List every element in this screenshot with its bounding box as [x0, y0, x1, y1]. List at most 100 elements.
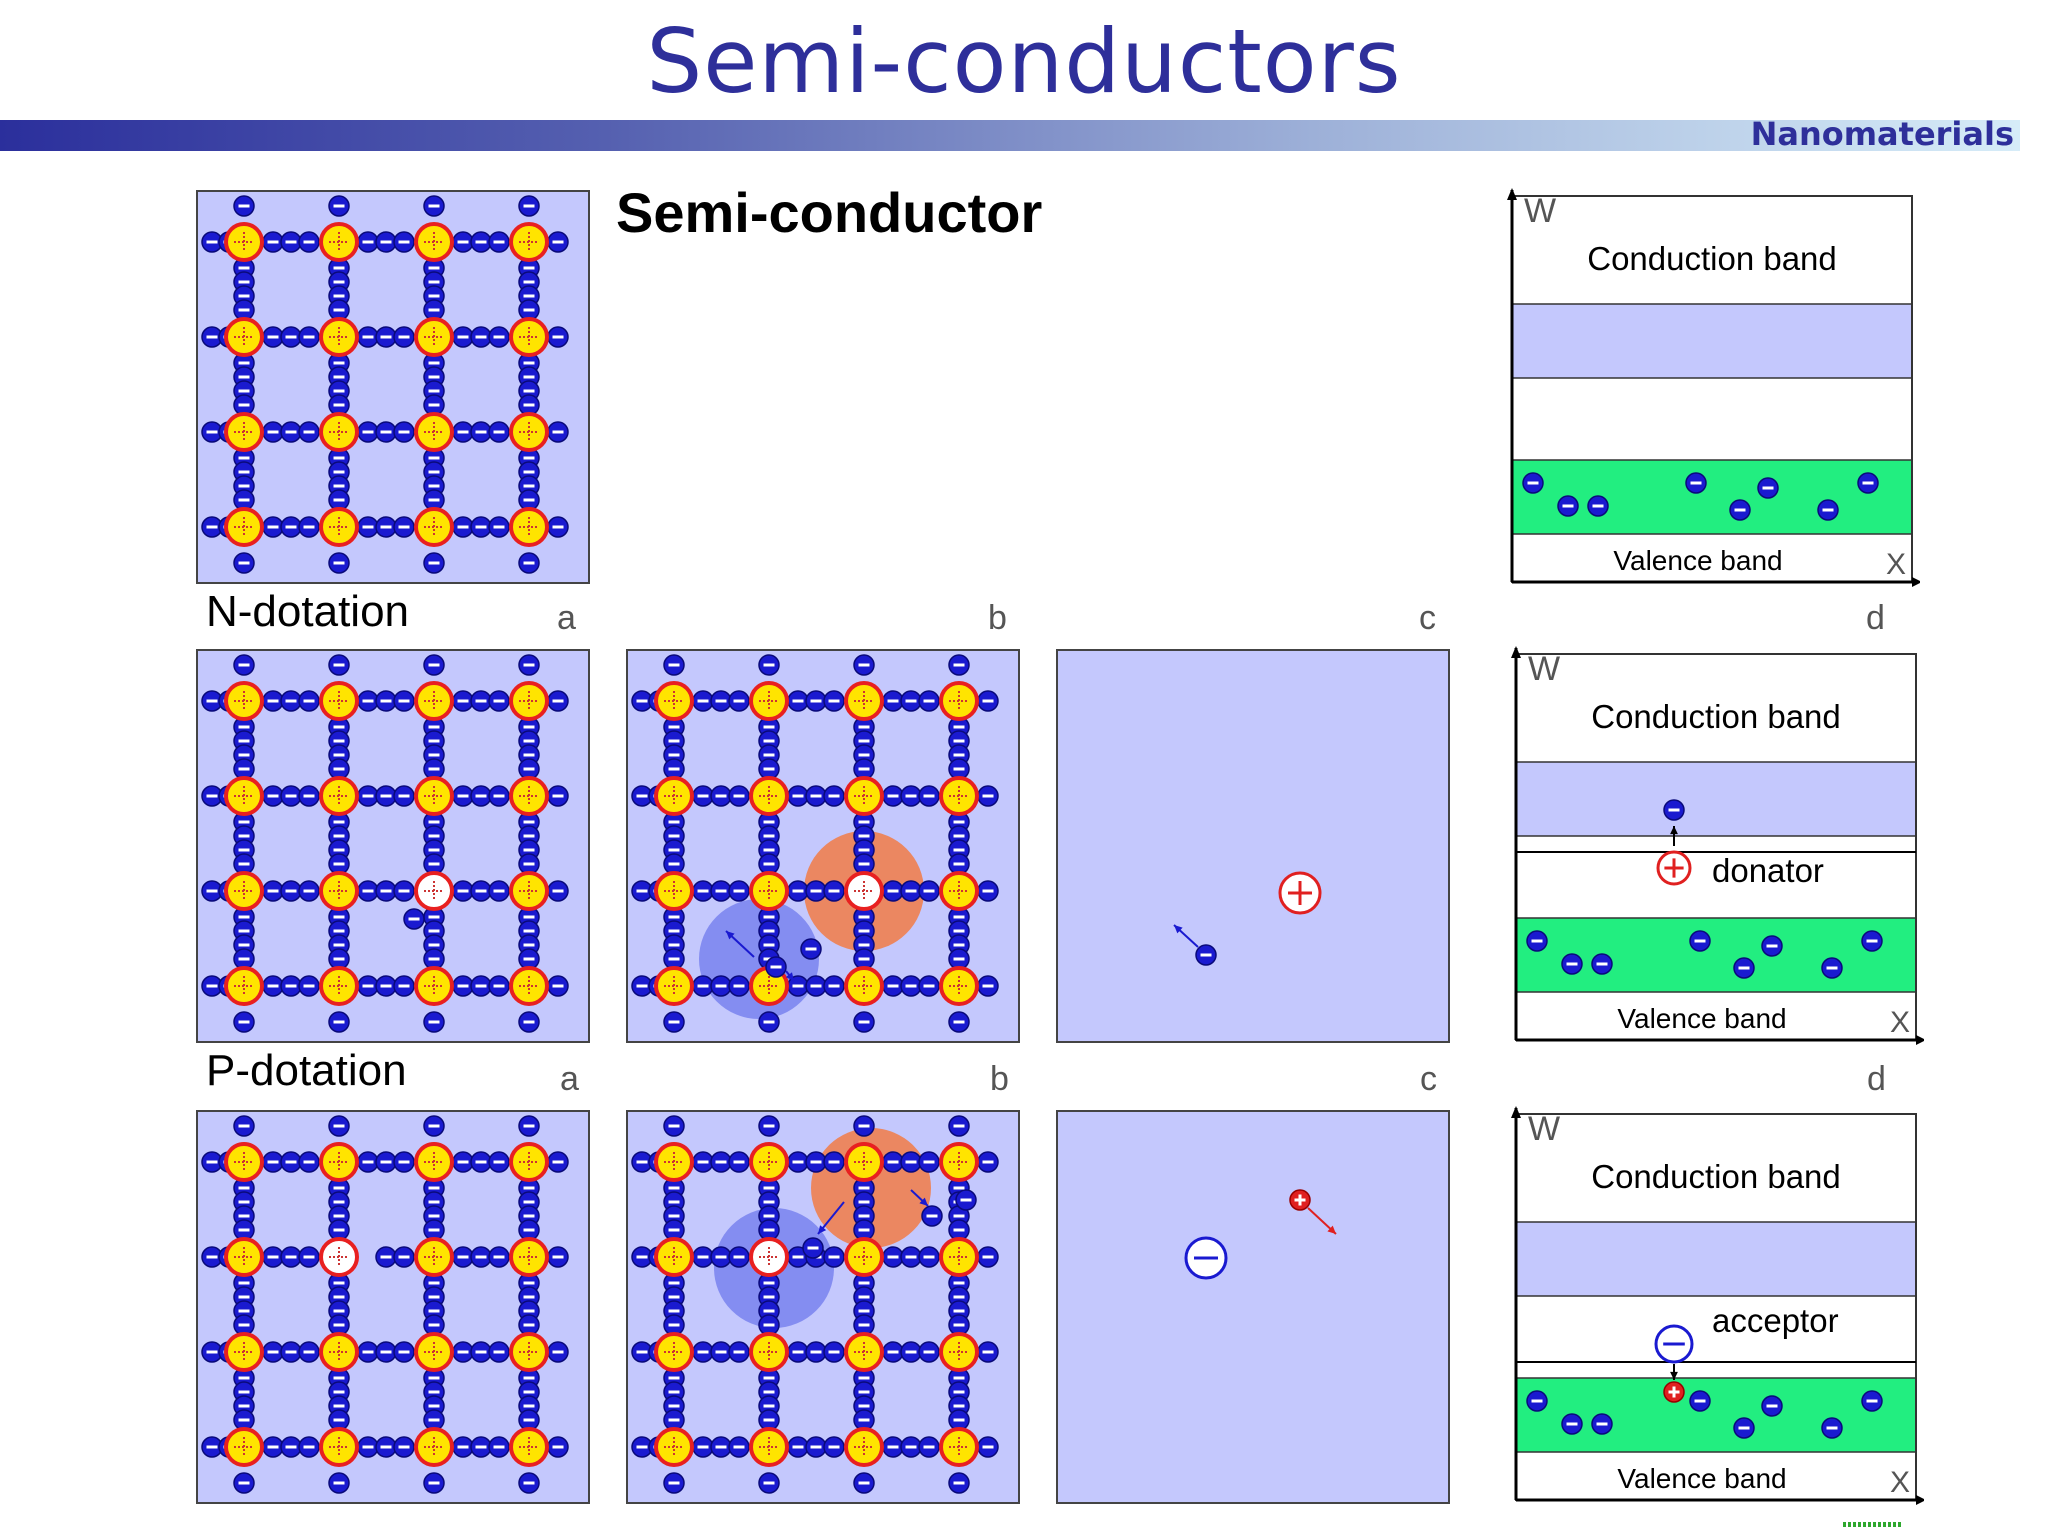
electron-icon [802, 1237, 824, 1259]
dopant-atom-icon [414, 871, 454, 911]
atom-icon [939, 1332, 979, 1372]
negative-ion-icon [1184, 1236, 1228, 1280]
electron-icon [518, 552, 540, 574]
electron-icon [375, 326, 397, 348]
electron-icon [977, 785, 999, 807]
conduction-band-region [1515, 761, 1917, 837]
electron-icon [488, 1246, 510, 1268]
electron-icon [1591, 953, 1613, 975]
electron-icon [663, 1472, 685, 1494]
arrow-icon [1307, 1207, 1337, 1235]
electron-icon [918, 880, 940, 902]
electron-icon [882, 1436, 904, 1458]
electron-icon [918, 690, 940, 712]
electron-icon [393, 516, 415, 538]
atom-icon [844, 1142, 884, 1182]
electron-icon [728, 785, 750, 807]
electron-icon [298, 1246, 320, 1268]
panel-letter-n-d: d [1866, 599, 1885, 637]
electron-icon [710, 690, 732, 712]
atom-icon [414, 222, 454, 262]
atom-icon [319, 412, 359, 452]
axis-arrow-icon [1916, 1495, 1924, 1505]
electron-icon [280, 785, 302, 807]
electron-icon [900, 785, 922, 807]
electron-icon [452, 1341, 474, 1363]
electron-icon [488, 1436, 510, 1458]
electron-icon [1733, 957, 1755, 979]
n-lattice-b-panel [626, 649, 1020, 1043]
electron-icon [470, 690, 492, 712]
electron-icon [692, 975, 714, 997]
conduction-band-region [1511, 303, 1913, 379]
electron-icon [853, 1115, 875, 1137]
electron-icon [298, 516, 320, 538]
electron-icon [948, 1011, 970, 1033]
panel-letter-p-c: c [1420, 1060, 1437, 1098]
electron-icon [488, 421, 510, 443]
electron-icon [488, 880, 510, 902]
electron-icon [357, 421, 379, 443]
electron-icon [765, 956, 787, 978]
electron-icon [280, 1436, 302, 1458]
electron-icon [692, 785, 714, 807]
electron-icon [823, 785, 845, 807]
electron-icon [823, 1246, 845, 1268]
electron-icon [328, 1115, 350, 1137]
electron-icon [921, 1205, 943, 1227]
electron-icon [357, 326, 379, 348]
electron-icon [375, 421, 397, 443]
atom-icon [319, 1332, 359, 1372]
atom-icon [224, 871, 264, 911]
electron-icon [823, 1341, 845, 1363]
electron-icon [1861, 1390, 1883, 1412]
electron-icon [728, 690, 750, 712]
atom-icon [509, 222, 549, 262]
p-charge-separation-diagram [1056, 1110, 1450, 1504]
row-label-n-dotation: N-dotation [206, 587, 410, 636]
electron-icon [280, 231, 302, 253]
electron-icon [710, 1151, 732, 1173]
valence-band-label: Valence band [1617, 1463, 1786, 1494]
electron-icon [280, 1151, 302, 1173]
electron-icon [758, 1219, 780, 1241]
electron-icon [470, 516, 492, 538]
electron-icon [328, 853, 350, 875]
electron-icon [328, 654, 350, 676]
electron-icon [547, 880, 569, 902]
electron-icon [518, 1115, 540, 1137]
electron-icon [1861, 930, 1883, 952]
electron-icon [518, 1409, 540, 1431]
electron-icon [375, 880, 397, 902]
electron-icon [758, 1409, 780, 1431]
electron-icon [853, 948, 875, 970]
electron-icon [357, 690, 379, 712]
electron-icon [692, 880, 714, 902]
electron-icon [393, 326, 415, 348]
atom-icon [224, 1332, 264, 1372]
atom-icon [414, 681, 454, 721]
atom-icon [654, 1427, 694, 1467]
electron-icon [823, 880, 845, 902]
atom-icon [844, 1237, 884, 1277]
electron-icon [328, 394, 350, 416]
electron-icon [280, 1341, 302, 1363]
electron-icon [1761, 935, 1783, 957]
axis-arrow-icon [1507, 188, 1517, 200]
electron-icon [298, 1436, 320, 1458]
electron-icon [900, 880, 922, 902]
electron-icon [262, 421, 284, 443]
electron-icon [918, 785, 940, 807]
hole-icon [1663, 1381, 1685, 1403]
axis-arrow-icon [1511, 1106, 1521, 1118]
electron-icon [452, 690, 474, 712]
electron-icon [1733, 1417, 1755, 1439]
atom-icon [749, 1142, 789, 1182]
electron-icon [470, 421, 492, 443]
electron-icon [375, 785, 397, 807]
electron-icon [423, 552, 445, 574]
electron-icon [393, 1151, 415, 1173]
